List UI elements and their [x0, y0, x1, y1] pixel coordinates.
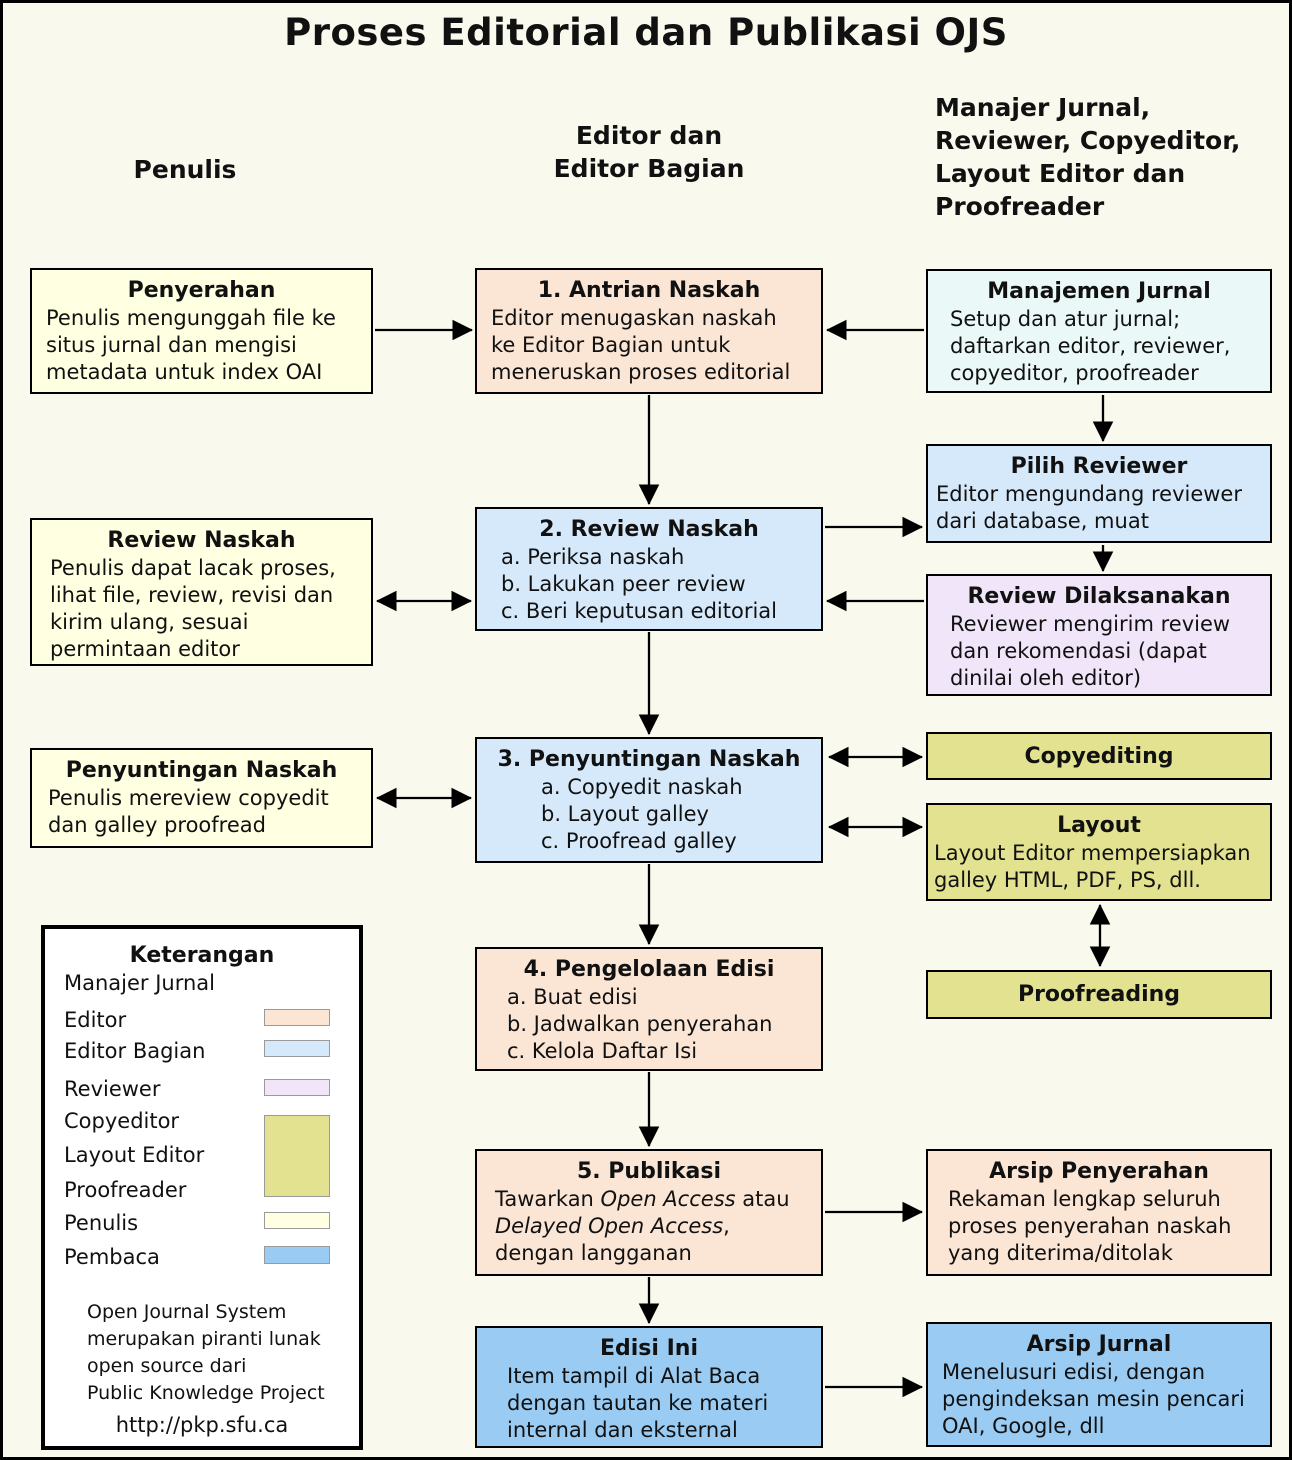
box-arsip-jurnal-title: Arsip Jurnal: [1026, 1332, 1172, 1357]
box-edisi-ini: Edisi Ini Item tampil di Alat Baca denga…: [475, 1326, 823, 1448]
legend-label-reviewer: Reviewer: [64, 1077, 161, 1101]
box-penyuntingan-naskah-body: a. Copyedit naskah b. Layout galley c. P…: [541, 775, 743, 853]
box-manajemen-jurnal: Manajemen Jurnal Setup dan atur jurnal; …: [926, 269, 1272, 393]
box-proofreading-title: Proofreading: [1017, 982, 1181, 1007]
box-arsip-penyerahan-body: Rekaman lengkap seluruh proses penyeraha…: [948, 1187, 1232, 1265]
box-review-dilaksanakan: Review Dilaksanakan Reviewer mengirim re…: [926, 574, 1272, 696]
legend-swatch-editor: [264, 1009, 330, 1026]
box-penyuntingan-naskah-title: 3. Penyuntingan Naskah: [497, 747, 801, 772]
box-pilih-reviewer-body: Editor mengundang reviewer dari database…: [936, 482, 1242, 533]
box-review-dilaksanakan-body: Reviewer mengirim review dan rekomendasi…: [950, 612, 1231, 690]
box-publikasi: 5. Publikasi Tawarkan Open Access atau D…: [475, 1149, 823, 1276]
box-publikasi-body: Tawarkan Open Access atau Delayed Open A…: [495, 1187, 790, 1265]
legend-url: http://pkp.sfu.ca: [115, 1413, 289, 1437]
box-pilih-reviewer: Pilih Reviewer Editor mengundang reviewe…: [926, 444, 1272, 543]
legend-label-editor-bagian: Editor Bagian: [64, 1039, 206, 1063]
box-manajemen-jurnal-title: Manajemen Jurnal: [987, 279, 1211, 304]
box-penyuntingan-naskah-penulis-title: Penyuntingan Naskah: [65, 758, 338, 783]
box-manajemen-jurnal-body: Setup dan atur jurnal; daftarkan editor,…: [950, 307, 1231, 385]
legend-swatch-pembaca: [264, 1246, 330, 1264]
legend-swatch-reviewer: [264, 1079, 330, 1096]
box-penyuntingan-naskah-penulis: Penyuntingan Naskah Penulis mereview cop…: [30, 748, 373, 848]
box-antrian-naskah-title: 1. Antrian Naskah: [537, 278, 761, 303]
box-edisi-ini-body: Item tampil di Alat Baca dengan tautan k…: [507, 1364, 769, 1442]
column-header-manajer-jurnal: Manajer Jurnal, Reviewer, Copyeditor, La…: [935, 93, 1241, 221]
box-arsip-penyerahan: Arsip Penyerahan Rekaman lengkap seluruh…: [926, 1149, 1272, 1276]
box-pengelolaan-edisi-title: 4. Pengelolaan Edisi: [523, 957, 775, 982]
box-pilih-reviewer-title: Pilih Reviewer: [1010, 454, 1188, 479]
box-publikasi-title: 5. Publikasi: [576, 1159, 722, 1184]
box-layout-title: Layout: [1057, 813, 1141, 838]
box-copyediting: Copyediting: [926, 732, 1272, 780]
box-review-naskah-title: 2. Review Naskah: [539, 517, 759, 542]
box-pengelolaan-edisi: 4. Pengelolaan Edisi a. Buat edisi b. Ja…: [475, 947, 823, 1071]
box-copyediting-title: Copyediting: [1024, 743, 1174, 769]
box-antrian-naskah-body: Editor menugaskan naskah ke Editor Bagia…: [491, 306, 791, 384]
box-proofreading: Proofreading: [926, 970, 1272, 1019]
box-penyuntingan-naskah-penulis-body: Penulis mereview copyedit dan galley pro…: [48, 786, 329, 837]
legend-swatch-copyeditor-layout-proofreader: [264, 1115, 330, 1197]
box-penyerahan-body: Penulis mengunggah file ke situs jurnal …: [46, 306, 336, 384]
box-arsip-jurnal: Arsip Jurnal Menelusuri edisi, dengan pe…: [926, 1322, 1272, 1447]
box-review-naskah-penulis-body: Penulis dapat lacak proses, lihat file, …: [50, 556, 336, 661]
box-penyuntingan-naskah: 3. Penyuntingan Naskah a. Copyedit naska…: [475, 737, 823, 863]
box-antrian-naskah: 1. Antrian Naskah Editor menugaskan nask…: [475, 268, 823, 394]
legend-label-proofreader: Proofreader: [64, 1178, 187, 1202]
box-review-dilaksanakan-title: Review Dilaksanakan: [967, 584, 1231, 609]
box-arsip-penyerahan-title: Arsip Penyerahan: [989, 1159, 1209, 1184]
box-review-naskah: 2. Review Naskah a. Periksa naskah b. La…: [475, 507, 823, 631]
legend-label-pembaca: Pembaca: [64, 1245, 160, 1269]
legend-note: Open Journal System merupakan piranti lu…: [87, 1301, 325, 1404]
box-layout-body: Layout Editor mempersiapkan galley HTML,…: [934, 841, 1251, 892]
box-penyerahan: Penyerahan Penulis mengunggah file ke si…: [30, 268, 373, 394]
box-arsip-jurnal-body: Menelusuri edisi, dengan pengindeksan me…: [942, 1360, 1245, 1438]
legend-swatch-penulis: [264, 1212, 330, 1229]
legend-label-layout-editor: Layout Editor: [64, 1143, 205, 1167]
box-pengelolaan-edisi-body: a. Buat edisi b. Jadwalkan penyerahan c.…: [507, 985, 773, 1063]
legend-label-penulis: Penulis: [64, 1211, 139, 1235]
page-title: Proses Editorial dan Publikasi OJS: [284, 11, 1008, 54]
box-edisi-ini-title: Edisi Ini: [599, 1336, 698, 1361]
column-header-editor: Editor dan Editor Bagian: [553, 121, 745, 183]
legend-title: Keterangan: [129, 943, 275, 968]
box-review-naskah-body: a. Periksa naskah b. Lakukan peer review…: [501, 545, 778, 623]
box-layout: Layout Layout Editor mempersiapkan galle…: [926, 803, 1272, 901]
legend-swatch-editor-bagian: [264, 1040, 330, 1057]
box-penyerahan-title: Penyerahan: [127, 278, 276, 303]
column-header-penulis: Penulis: [133, 155, 237, 184]
legend-label-copyeditor: Copyeditor: [64, 1109, 180, 1133]
legend-label-manajer-jurnal: Manajer Jurnal: [64, 971, 216, 995]
box-review-naskah-penulis-title: Review Naskah: [107, 528, 296, 553]
box-review-naskah-penulis: Review Naskah Penulis dapat lacak proses…: [30, 518, 373, 666]
legend-label-editor: Editor: [64, 1008, 127, 1032]
legend-box: Keterangan Manajer Jurnal Editor Editor …: [41, 925, 363, 1450]
